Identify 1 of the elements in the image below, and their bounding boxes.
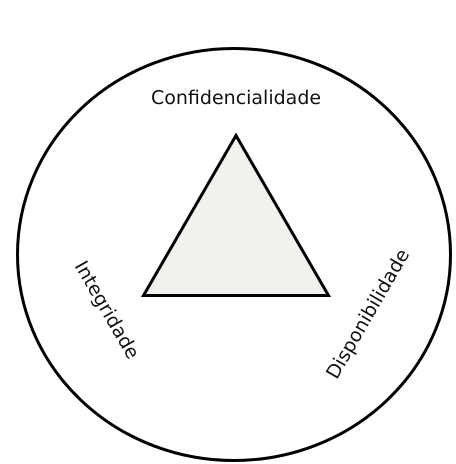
side-label: Confidencialidade [151,87,322,109]
